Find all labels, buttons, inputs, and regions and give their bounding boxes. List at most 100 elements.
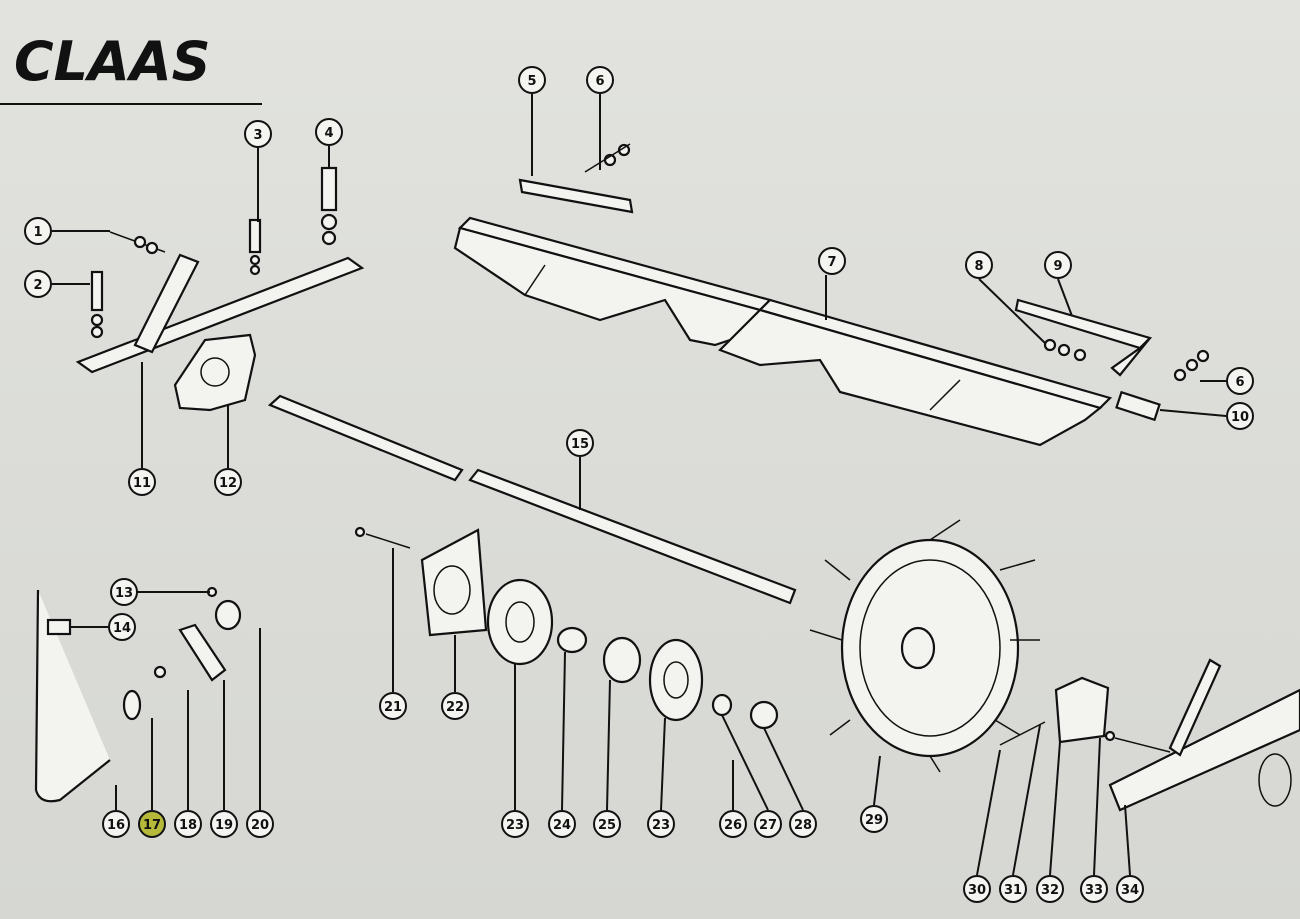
callout-circle bbox=[999, 875, 1027, 903]
callout-circle bbox=[379, 692, 407, 720]
callout-33: 33 bbox=[1080, 875, 1108, 903]
callout-number: 18 bbox=[179, 818, 197, 833]
callout-10: 10 bbox=[1226, 402, 1254, 430]
callout-24: 24 bbox=[548, 810, 576, 838]
callout-number: 5 bbox=[527, 74, 536, 89]
callout-number: 23 bbox=[506, 818, 524, 833]
callout-6-upper: 6 bbox=[586, 66, 614, 94]
callout-number: 24 bbox=[553, 818, 571, 833]
callout-circle bbox=[108, 613, 136, 641]
callout-circle bbox=[963, 875, 991, 903]
logo-text: CLAAS bbox=[14, 30, 211, 93]
callout-2: 2 bbox=[24, 270, 52, 298]
callout-circle bbox=[789, 810, 817, 838]
callout-26: 26 bbox=[719, 810, 747, 838]
callout-number: 4 bbox=[324, 126, 333, 141]
callout-19: 19 bbox=[210, 810, 238, 838]
callout-23-second: 23 bbox=[647, 810, 675, 838]
callout-3: 3 bbox=[244, 120, 272, 148]
callout-number: 6 bbox=[1235, 375, 1244, 390]
callout-circle bbox=[1226, 367, 1254, 395]
callout-number: 10 bbox=[1231, 410, 1249, 425]
callout-number: 23 bbox=[652, 818, 670, 833]
callout-circle bbox=[210, 810, 238, 838]
callout-number: 3 bbox=[253, 128, 262, 143]
callout-22: 22 bbox=[441, 692, 469, 720]
callout-number: 6 bbox=[595, 74, 604, 89]
claas-logo: CLAAS bbox=[0, 30, 262, 105]
callout-circle bbox=[315, 118, 343, 146]
callout-number: 31 bbox=[1004, 883, 1022, 898]
callout-34: 34 bbox=[1116, 875, 1144, 903]
callout-circle bbox=[548, 810, 576, 838]
callout-number: 22 bbox=[446, 700, 464, 715]
callout-4: 4 bbox=[315, 118, 343, 146]
callout-number: 28 bbox=[794, 818, 812, 833]
callout-11: 11 bbox=[128, 468, 156, 496]
linkage-parts-left bbox=[34, 586, 242, 803]
callout-circle bbox=[244, 120, 272, 148]
callout-number: 16 bbox=[107, 818, 125, 833]
callout-18: 18 bbox=[174, 810, 202, 838]
callout-9: 9 bbox=[1044, 251, 1072, 279]
bearing-stack bbox=[354, 526, 779, 730]
callout-number: 8 bbox=[974, 259, 983, 274]
callout-circle bbox=[246, 810, 274, 838]
callout-number: 27 bbox=[759, 818, 777, 833]
callout-1: 1 bbox=[24, 217, 52, 245]
callout-8: 8 bbox=[965, 251, 993, 279]
callout-number: 13 bbox=[115, 586, 133, 601]
callout-circle bbox=[1036, 875, 1064, 903]
callout-number: 33 bbox=[1085, 883, 1103, 898]
flat-bar-9 bbox=[1014, 298, 1210, 422]
callout-29: 29 bbox=[860, 805, 888, 833]
callout-circle bbox=[138, 810, 166, 838]
bracket-assembly-left bbox=[75, 166, 365, 412]
callout-circle bbox=[174, 810, 202, 838]
callout-number: 19 bbox=[215, 818, 233, 833]
callout-number: 29 bbox=[865, 813, 883, 828]
callout-30: 30 bbox=[963, 875, 991, 903]
callout-15: 15 bbox=[566, 429, 594, 457]
callout-circle bbox=[860, 805, 888, 833]
callout-number: 12 bbox=[219, 476, 237, 491]
callout-circle bbox=[24, 217, 52, 245]
callout-21: 21 bbox=[379, 692, 407, 720]
callout-circle bbox=[593, 810, 621, 838]
callout-number: 14 bbox=[113, 621, 131, 636]
callout-number: 11 bbox=[133, 476, 151, 491]
callout-circle bbox=[1044, 251, 1072, 279]
callout-20: 20 bbox=[246, 810, 274, 838]
callout-circle bbox=[501, 810, 529, 838]
callout-6-right: 6 bbox=[1226, 367, 1254, 395]
callout-circle bbox=[754, 810, 782, 838]
callout-number: 9 bbox=[1053, 259, 1062, 274]
callout-circle bbox=[102, 810, 130, 838]
callout-5: 5 bbox=[518, 66, 546, 94]
leader-lines bbox=[52, 94, 1227, 876]
callout-27: 27 bbox=[754, 810, 782, 838]
callout-circle bbox=[214, 468, 242, 496]
callout-number: 17 bbox=[143, 818, 161, 833]
callout-number: 15 bbox=[571, 437, 589, 452]
callout-17: 17 bbox=[138, 810, 166, 838]
small-plate-upper bbox=[518, 143, 634, 214]
callout-circle bbox=[818, 247, 846, 275]
callout-circle bbox=[128, 468, 156, 496]
callout-number: 26 bbox=[724, 818, 742, 833]
callout-circle bbox=[24, 270, 52, 298]
drive-shaft-15 bbox=[267, 394, 797, 605]
callout-16: 16 bbox=[102, 810, 130, 838]
callout-28: 28 bbox=[789, 810, 817, 838]
callout-number: 30 bbox=[968, 883, 986, 898]
callout-circle bbox=[110, 578, 138, 606]
callout-23: 23 bbox=[501, 810, 529, 838]
callout-32: 32 bbox=[1036, 875, 1064, 903]
callout-14: 14 bbox=[108, 613, 136, 641]
callout-12: 12 bbox=[214, 468, 242, 496]
callout-circle bbox=[441, 692, 469, 720]
callout-31: 31 bbox=[999, 875, 1027, 903]
auger-trough bbox=[453, 216, 1113, 447]
